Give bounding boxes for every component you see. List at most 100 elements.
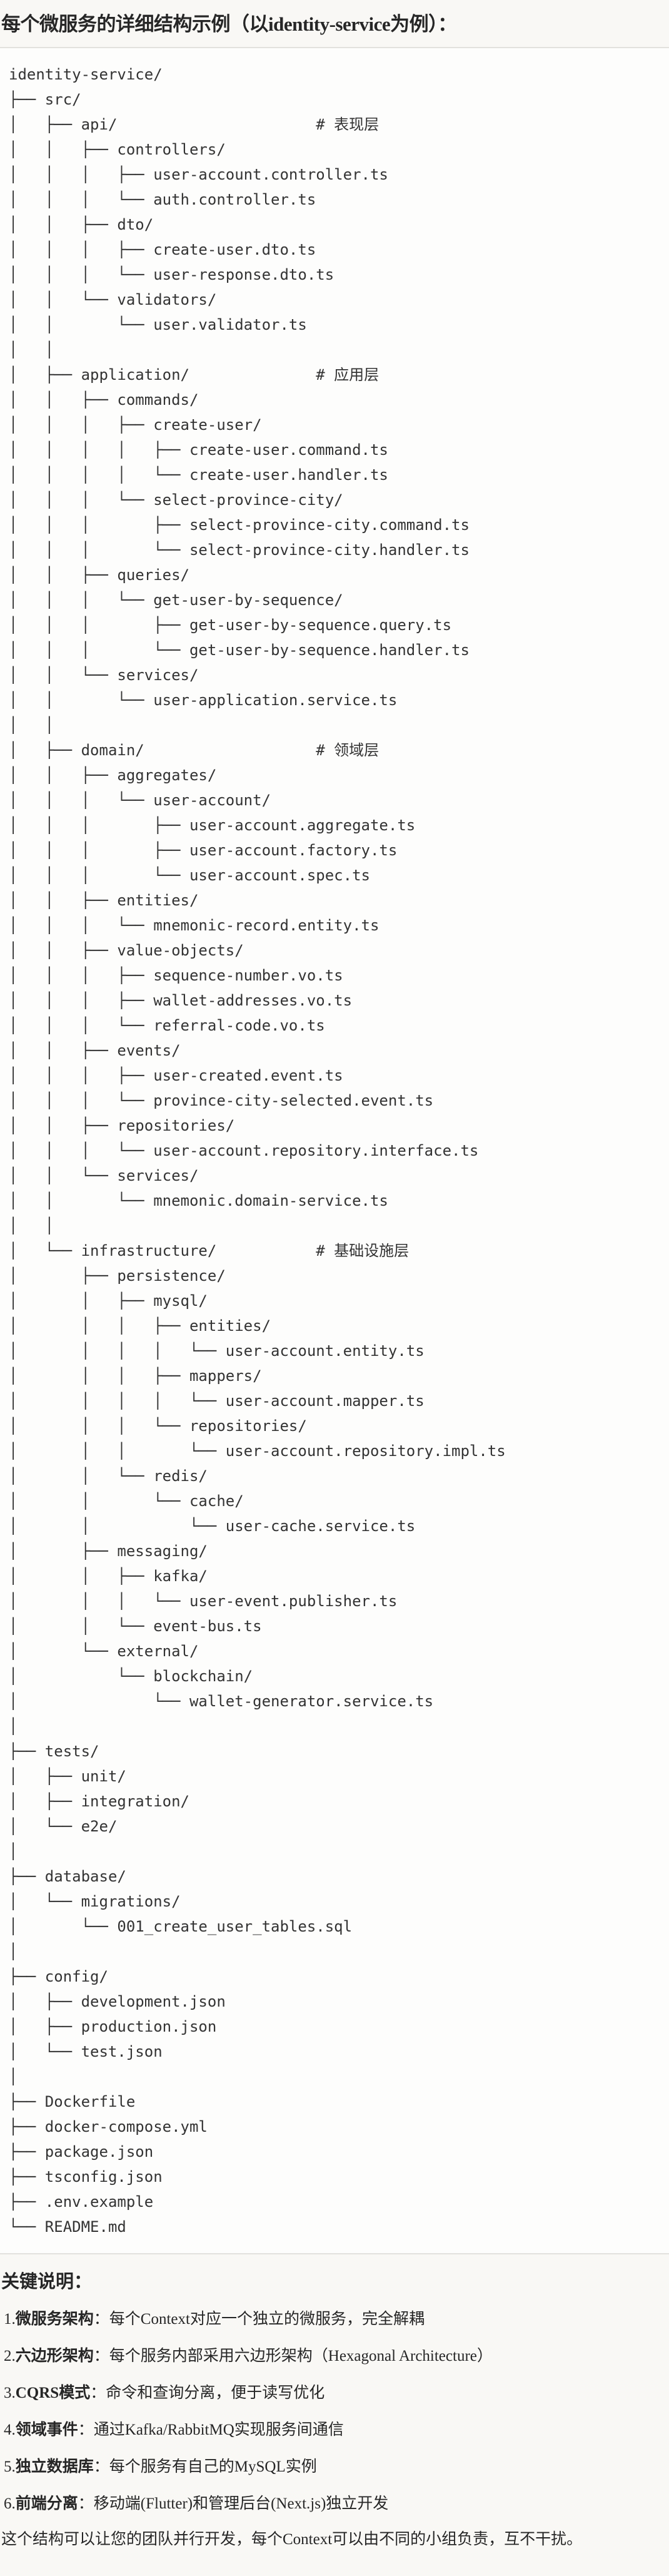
tree-line: │ │ │ ├── user-created.event.ts (9, 1067, 343, 1084)
tree-line: │ │ │ └── mnemonic-record.entity.ts (9, 917, 380, 934)
tree-line: │ (9, 1843, 18, 1860)
note-item: 2.六边形架构：每个服务内部采用六边形架构（Hexagonal Architec… (0, 2338, 669, 2375)
tree-line: │ │ │ └── user-account/ (9, 792, 271, 809)
tree-line: │ │ │ ├── mappers/ (9, 1367, 262, 1385)
tree-line: │ │ └── user-cache.service.ts (9, 1517, 416, 1535)
note-text: 每个服务内部采用六边形架构（Hexagonal Architecture） (109, 2348, 493, 2365)
tree-line: ├── config/ (9, 1968, 108, 1985)
tree-line: │ │ └── redis/ (9, 1467, 208, 1485)
tree-line: │ │ ├── dto/ (9, 216, 154, 233)
tree-line: │ │ │ └── province-city-selected.event.t… (9, 1092, 434, 1109)
note-number: 5. (4, 2458, 16, 2475)
tree-line: │ └── test.json (9, 2043, 163, 2060)
tree-line: │ │ ├── mysql/ (9, 1292, 208, 1310)
tree-line: │ │ │ └── referral-code.vo.ts (9, 1017, 325, 1034)
tree-line: │ ├── development.json (9, 1993, 226, 2010)
tree-line: │ │ │ │ └── user-account.mapper.ts (9, 1392, 425, 1410)
tree-line: │ └── 001_create_user_tables.sql (9, 1918, 353, 1935)
tree-line: │ │ ├── value-objects/ (9, 942, 244, 959)
note-number: 4. (4, 2421, 16, 2438)
note-separator: ： (78, 2495, 94, 2512)
tree-line: │ │ │ │ └── user-account.entity.ts (9, 1342, 425, 1360)
tree-line: │ (9, 2068, 18, 2085)
tree-line: │ │ └── services/ (9, 1167, 199, 1184)
tree-line: │ │ │ ├── entities/ (9, 1317, 271, 1335)
tree-line: ├── tsconfig.json (9, 2168, 163, 2186)
tree-line: │ │ (9, 1217, 54, 1235)
page-title: 每个微服务的详细结构示例（以identity-service为例）： (1, 13, 457, 35)
note-item: 6.前端分离：移动端(Flutter)和管理后台(Next.js)独立开发 (0, 2485, 669, 2522)
section-header: 每个微服务的详细结构示例（以identity-service为例）： (0, 0, 669, 48)
tree-line: │ │ └── services/ (9, 666, 199, 684)
tree-line: │ │ └── validators/ (9, 291, 217, 308)
tree-line: │ ├── application/ # 应用层 (9, 366, 380, 384)
tree-line: │ └── wallet-generator.service.ts (9, 1693, 434, 1710)
tree-line: │ └── infrastructure/ # 基础设施层 (9, 1242, 410, 1260)
note-term: 前端分离 (15, 2495, 78, 2512)
tree-line: │ │ │ │ ├── create-user.command.ts (9, 441, 388, 459)
tree-line: │ │ │ └── auth.controller.ts (9, 191, 316, 208)
note-text: 每个服务有自己的MySQL实例 (109, 2458, 317, 2475)
note-term: 独立数据库 (15, 2458, 94, 2475)
tree-line: │ │ └── cache/ (9, 1492, 244, 1510)
tree-line: │ │ │ ├── select-province-city.command.t… (9, 516, 470, 534)
note-text: 每个Context对应一个独立的微服务，完全解耦 (109, 2311, 425, 2328)
tree-line: │ │ └── mnemonic.domain-service.ts (9, 1192, 388, 1209)
note-text: 通过Kafka/RabbitMQ实现服务间通信 (93, 2421, 344, 2438)
tree-line: │ └── external/ (9, 1642, 199, 1660)
tree-line: ├── docker-compose.yml (9, 2118, 208, 2136)
tree-line: │ │ │ └── select-province-city.handler.t… (9, 541, 470, 559)
tree-line: ├── .env.example (9, 2193, 154, 2211)
tree-line: │ │ ├── kafka/ (9, 1567, 208, 1585)
note-item: 1.微服务架构：每个Context对应一个独立的微服务，完全解耦 (0, 2301, 669, 2338)
tree-line: │ ├── unit/ (9, 1768, 126, 1785)
tree-line: │ ├── persistence/ (9, 1267, 226, 1285)
tree-line: │ ├── messaging/ (9, 1542, 208, 1560)
tree-line: │ │ │ ├── sequence-number.vo.ts (9, 967, 343, 984)
note-separator: ： (93, 2311, 109, 2328)
tree-line: │ │ ├── queries/ (9, 566, 189, 584)
tree-line: │ │ │ └── get-user-by-sequence.handler.t… (9, 641, 470, 659)
tree-line: │ │ ├── aggregates/ (9, 766, 217, 784)
tree-line: ├── tests/ (9, 1743, 99, 1760)
tree-line: │ │ │ ├── user-account.aggregate.ts (9, 817, 416, 834)
note-separator: ： (78, 2421, 94, 2438)
tree-line: │ │ └── user-application.service.ts (9, 691, 398, 709)
tree-line: │ │ │ │ └── create-user.handler.ts (9, 466, 388, 484)
tree-line: identity-service/ (9, 66, 163, 83)
tree-line: │ ├── production.json (9, 2018, 217, 2035)
directory-tree-code-block: identity-service/├── src/│ ├── api/ # 表现… (0, 48, 669, 2254)
tree-line: │ │ │ └── user-account.repository.impl.t… (9, 1442, 506, 1460)
tree-line: │ │ │ └── user-response.dto.ts (9, 266, 334, 283)
tree-line: │ │ │ ├── create-user.dto.ts (9, 241, 316, 258)
tree-line: │ └── e2e/ (9, 1818, 118, 1835)
tree-line: │ │ │ └── user-event.publisher.ts (9, 1592, 398, 1610)
note-text: 命令和查询分离，便于读写优化 (106, 2385, 325, 2401)
summary-paragraph: 这个结构可以让您的团队并行开发，每个Context可以由不同的小组负责，互不干扰… (1, 2531, 583, 2548)
tree-line: │ │ ├── commands/ (9, 391, 199, 409)
tree-line: │ │ │ ├── user-account.controller.ts (9, 166, 388, 183)
tree-line: └── README.md (9, 2218, 126, 2236)
tree-line: ├── database/ (9, 1868, 126, 1885)
note-term: 微服务架构 (15, 2311, 94, 2328)
tree-line: │ │ (9, 341, 54, 359)
note-term: 六边形架构 (15, 2348, 94, 2365)
note-separator: ： (93, 2458, 109, 2475)
tree-line: │ ├── domain/ # 领域层 (9, 741, 380, 759)
tree-line: │ │ └── user.validator.ts (9, 316, 307, 333)
tree-line: │ │ │ ├── get-user-by-sequence.query.ts (9, 616, 452, 634)
tree-line: │ │ │ ├── create-user/ (9, 416, 262, 434)
note-term: CQRS模式 (15, 2385, 91, 2401)
tree-line: │ └── migrations/ (9, 1893, 181, 1910)
tree-line: ├── Dockerfile (9, 2093, 136, 2110)
tree-line: │ │ └── event-bus.ts (9, 1617, 262, 1635)
note-text: 移动端(Flutter)和管理后台(Next.js)独立开发 (93, 2495, 389, 2512)
tree-line: │ │ ├── entities/ (9, 892, 199, 909)
note-number: 2. (4, 2348, 16, 2365)
note-separator: ： (93, 2348, 109, 2365)
tree-line: │ │ ├── controllers/ (9, 141, 226, 158)
tree-line: │ │ (9, 716, 54, 734)
tree-line: │ │ ├── repositories/ (9, 1117, 235, 1134)
